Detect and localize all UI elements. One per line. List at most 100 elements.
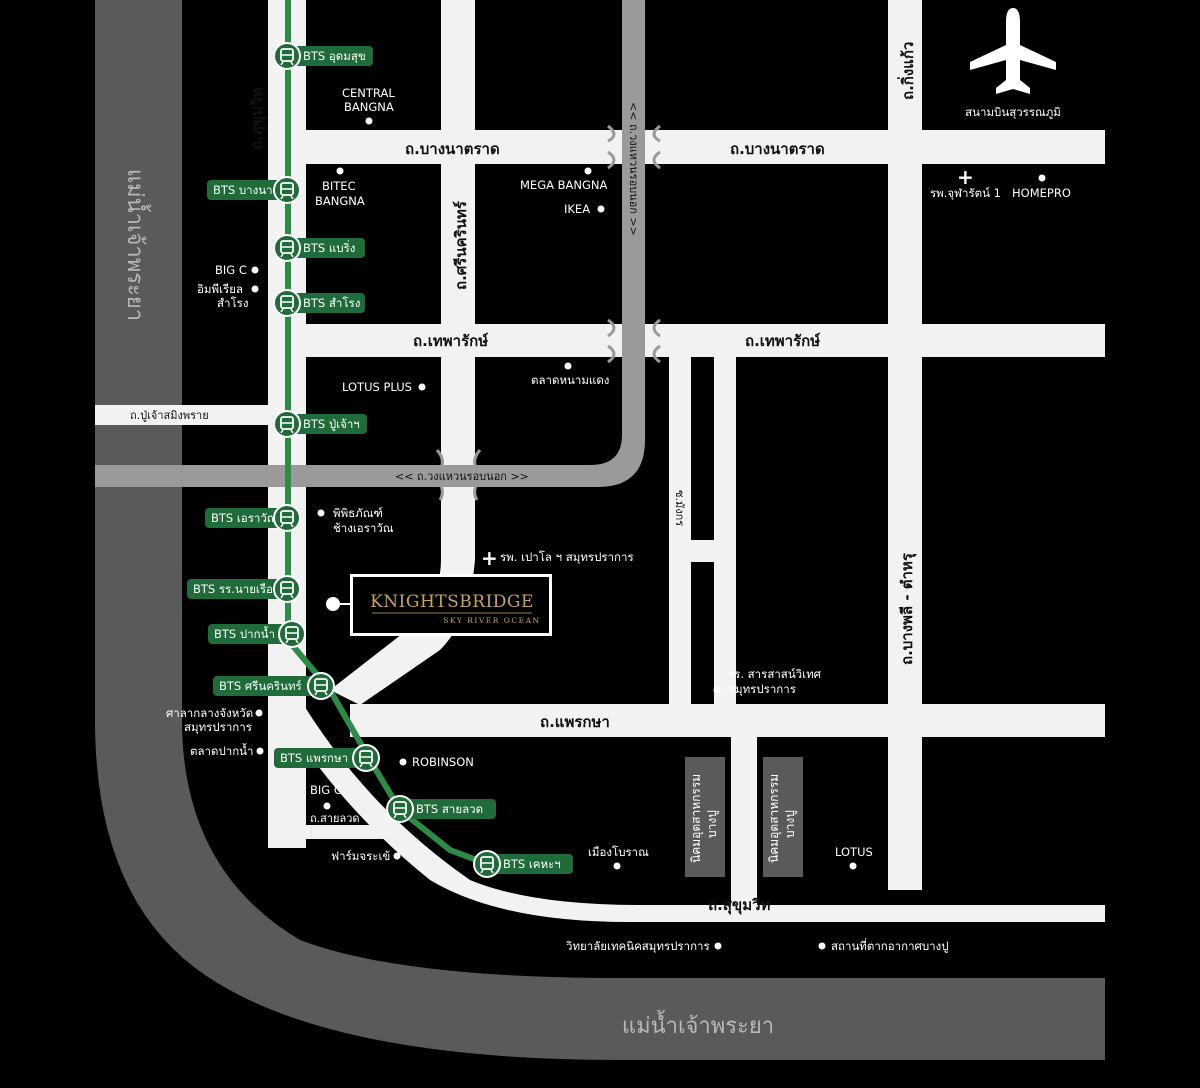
bts-station[interactable]: BTS เคหะฯ xyxy=(473,850,573,878)
train-icon xyxy=(273,410,301,438)
bts-label-box xyxy=(187,579,287,599)
label-sukhumvit-vertical: ถ.สุขุมวิท xyxy=(248,88,267,151)
project-marker[interactable]: KNIGHTSBRIDGE SKY RIVER OCEAN xyxy=(326,574,552,636)
bts-station[interactable]: BTS รร.นายเรือ xyxy=(187,575,301,603)
road-sai-luat xyxy=(268,825,398,839)
train-icon xyxy=(473,850,501,878)
poi-layer: CENTRAL BANGNA BITEC BANGNA MEGA BANGNA … xyxy=(166,86,1071,953)
train-icon-legs xyxy=(285,639,299,644)
train-icon xyxy=(307,672,335,700)
poi-dot xyxy=(597,205,605,213)
project-box xyxy=(353,577,549,633)
industrial-estate-2 xyxy=(763,757,803,877)
poi-dot xyxy=(393,852,401,860)
bts-station[interactable]: BTS สายลวด xyxy=(386,795,496,823)
bts-station-label: BTS บางนา xyxy=(213,183,273,197)
industrial-2-line1: นิคมอุตสาหกรรม xyxy=(767,774,782,863)
roads xyxy=(95,0,1105,922)
train-icon xyxy=(386,795,414,823)
road-pu-chao xyxy=(95,405,268,425)
label-ring-road-horizontal: << ถ.วงแหวนรอบนอก >> xyxy=(395,470,529,483)
road-bangna-trad xyxy=(306,130,1105,164)
poi-dot xyxy=(418,383,426,391)
airplane-icon xyxy=(970,8,1056,94)
label-sai-luat: ถ.สายลวด xyxy=(310,812,360,825)
bts-station[interactable]: BTS อุดมสุข xyxy=(273,42,373,70)
bts-station[interactable]: BTS ศรีนครินทร์ xyxy=(213,672,335,700)
train-icon-legs xyxy=(393,814,407,819)
poi-farm-crocodile: ฟาร์มจระเข้ xyxy=(331,849,390,863)
project-brand: KNIGHTSBRIDGE xyxy=(370,592,534,612)
road-praek-sa xyxy=(350,704,1105,737)
train-icon-legs xyxy=(480,869,494,874)
road-so-mangkon xyxy=(669,357,691,704)
project-subtitle: SKY RIVER OCEAN xyxy=(443,616,540,625)
poi-dot xyxy=(323,802,331,810)
poi-bitec-2: BANGNA xyxy=(315,194,365,208)
bts-station[interactable]: BTS แพรกษา xyxy=(274,744,380,772)
chao-phraya-river xyxy=(95,0,1105,1060)
label-bangna-trad-2: ถ.บางนาตราด xyxy=(730,140,825,158)
label-sukhumvit-horizontal: ถ.สุขุมวิท xyxy=(708,896,771,915)
bts-station[interactable]: BTS แบริ่ง xyxy=(273,234,365,262)
poi-talad-namdaeng: ตลาดหนามแดง xyxy=(531,373,609,387)
label-thepharak-1: ถ.เทพารักษ์ xyxy=(413,332,488,350)
train-icon-legs xyxy=(280,594,294,599)
poi-dot xyxy=(818,942,826,950)
poi-dot xyxy=(713,686,721,694)
overpass-marks xyxy=(435,124,661,501)
bts-station[interactable]: BTS บางนา xyxy=(207,176,301,204)
bts-label-box xyxy=(205,508,287,528)
poi-talad-paknam: ตลาดปากน้ำ xyxy=(190,743,253,758)
road-thepharak xyxy=(306,324,1105,357)
bts-station-label: BTS สำโรง xyxy=(303,296,360,310)
industrial-2-line2: บางปู xyxy=(783,810,798,838)
train-icon xyxy=(273,176,301,204)
bts-label-box xyxy=(207,180,287,200)
bts-station[interactable]: BTS ปากน้ำ xyxy=(208,620,306,648)
poi-ancient-city: เมืองโบราณ xyxy=(588,845,649,859)
poi-bigc-1: BIG C xyxy=(215,263,247,277)
poi-dot xyxy=(849,862,857,870)
airport-label: สนามบินสุวรรณภูมิ xyxy=(965,105,1061,119)
bts-label-box xyxy=(400,799,496,819)
poi-city-hall-1: ศาลากลางจังหวัด xyxy=(166,706,253,720)
bts-label-box xyxy=(287,414,367,434)
road-kingkaew xyxy=(888,0,922,890)
bts-label-box xyxy=(287,238,365,258)
train-icon xyxy=(278,620,306,648)
bts-station[interactable]: BTS เอราวัณ xyxy=(205,504,301,532)
poi-erawan-1: พิพิธภัณฑ์ xyxy=(333,506,383,520)
poi-dot xyxy=(317,509,325,517)
bts-station-label: BTS รร.นายเรือ xyxy=(193,582,273,596)
river-label-left: แม่น้ำเจ้าพระยา xyxy=(122,169,151,321)
poi-dot xyxy=(584,167,592,175)
poi-dot xyxy=(251,285,259,293)
train-icon-legs xyxy=(280,429,294,434)
train-icon xyxy=(352,744,380,772)
label-srinakarin: ถ.ศรีนครินทร์ xyxy=(452,200,470,290)
poi-bitec-1: BITEC xyxy=(322,179,356,193)
train-icon xyxy=(273,289,301,317)
river-label-bottom: แม่น้ำเจ้าพระยา xyxy=(622,1010,774,1039)
poi-ikea: IKEA xyxy=(564,202,590,216)
poi-dot xyxy=(365,117,373,125)
bts-label-box xyxy=(208,624,292,644)
poi-school-1: รร. สารสาสน์วิเทศ xyxy=(728,667,822,681)
industrial-estate-1 xyxy=(685,757,725,877)
label-praek-sa: ถ.แพรกษา xyxy=(540,713,610,731)
bts-station[interactable]: BTS สำโรง xyxy=(273,289,365,317)
bts-station-label: BTS เคหะฯ xyxy=(503,857,561,871)
label-pu-chao: ถ.ปู่เจ้าสมิงพราย xyxy=(130,409,209,422)
bts-station-label: BTS ปากน้ำ xyxy=(214,626,275,641)
bts-station[interactable]: BTS ปู่เจ้าฯ xyxy=(273,410,367,438)
poi-central-bangna-2: BANGNA xyxy=(344,100,394,114)
bts-station-label: BTS สายลวด xyxy=(416,802,483,816)
poi-dot xyxy=(399,758,407,766)
poi-homepro: HOMEPRO xyxy=(1012,186,1071,200)
bts-station-label: BTS ปู่เจ้าฯ xyxy=(303,417,360,431)
train-icon xyxy=(273,234,301,262)
airport: สนามบินสุวรรณภูมิ xyxy=(965,8,1061,119)
train-icon-legs xyxy=(359,763,373,768)
